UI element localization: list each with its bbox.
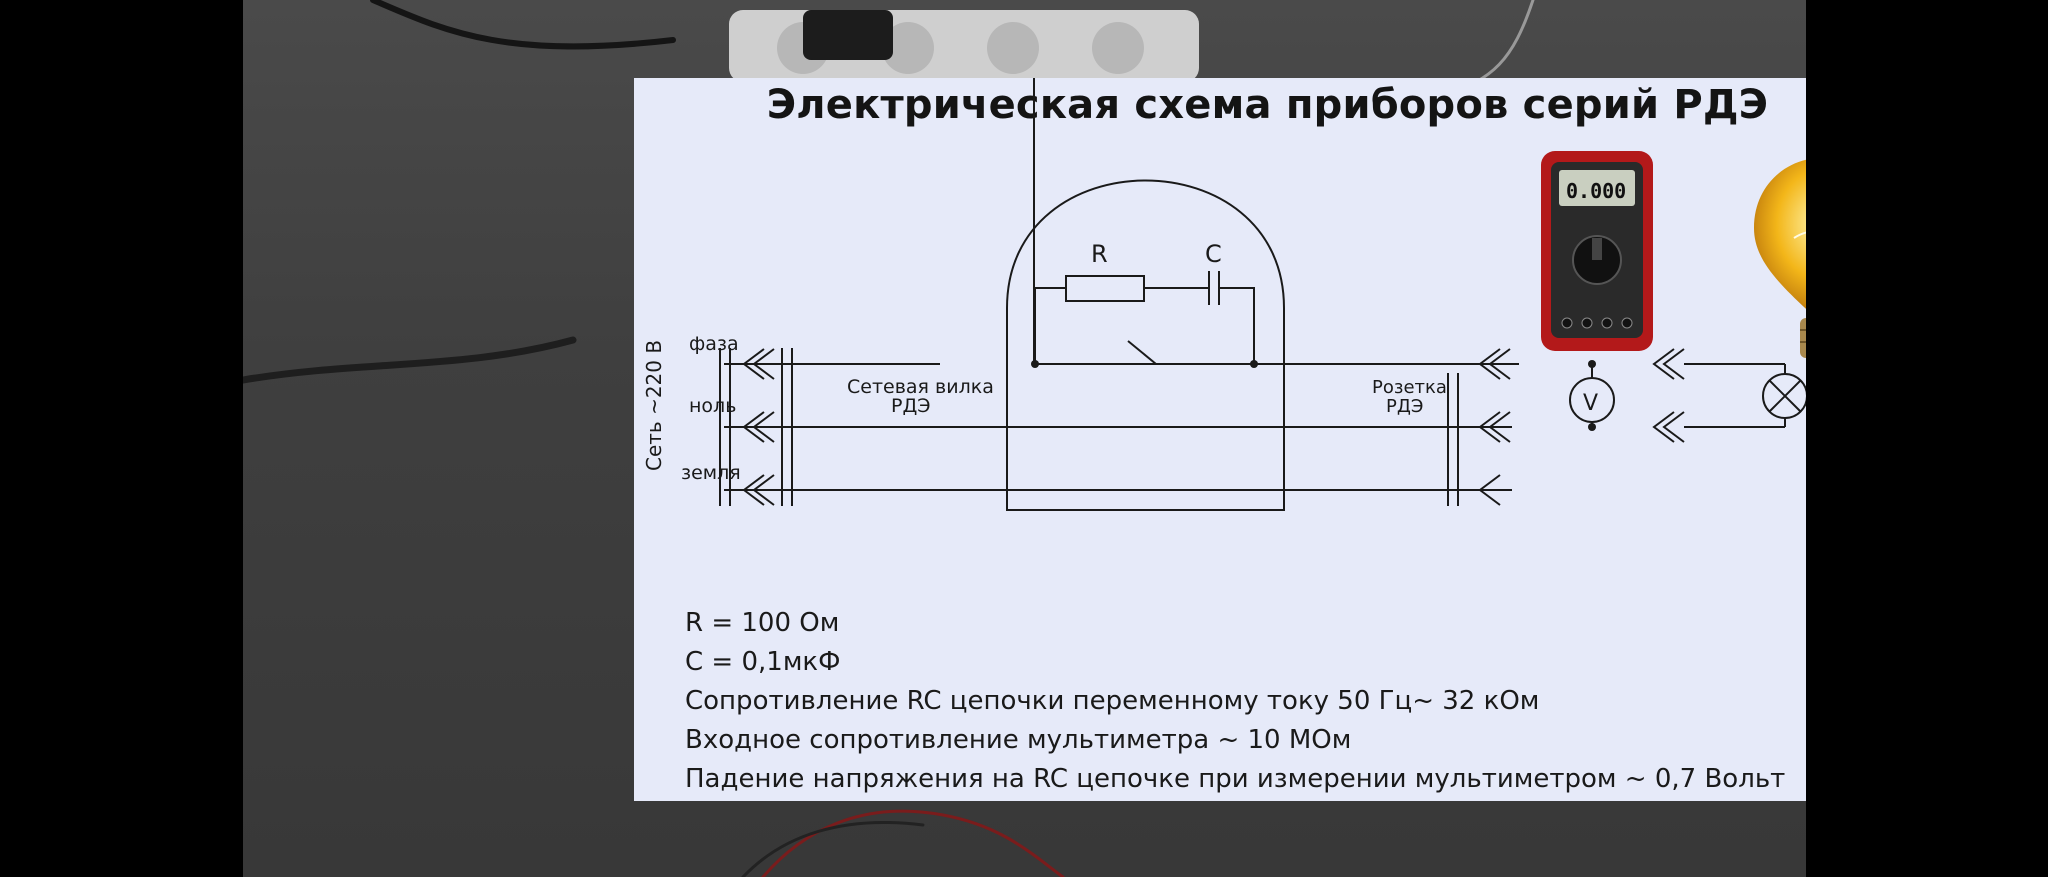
resistor xyxy=(1065,275,1145,302)
socket-label-line1: Розетка xyxy=(1372,377,1447,398)
multimeter-display: 0.000 xyxy=(1566,179,1626,203)
capacitor-label: C xyxy=(1205,240,1222,268)
parameters-list: R = 100 Ом C = 0,1мкФ Сопротивление RC ц… xyxy=(685,604,1785,799)
plug-contact-neutral xyxy=(742,411,775,443)
rde-enclosure xyxy=(1006,179,1285,511)
slide: Электрическая схема приборов серий РДЭ xyxy=(634,78,1806,801)
note-resistance: R = 100 Ом xyxy=(685,608,840,638)
lamp-symbol xyxy=(1762,373,1806,419)
slide-title: Электрическая схема приборов серий РДЭ xyxy=(766,82,1769,128)
note-multimeter-input: Входное сопротивление мультиметра ~ 10 М… xyxy=(685,725,1352,755)
note-capacitance: C = 0,1мкФ xyxy=(685,647,841,677)
ground-label: земля xyxy=(681,462,741,484)
neutral-label: ноль xyxy=(689,395,736,417)
light-bulb-image xyxy=(1754,159,1806,358)
plug-contact-ground xyxy=(742,474,775,506)
voltmeter-letter: V xyxy=(1583,391,1598,416)
switch-blade xyxy=(1127,340,1157,365)
resistor-label: R xyxy=(1091,240,1108,268)
multimeter-image: 0.000 xyxy=(1541,151,1653,351)
power-strip xyxy=(729,10,1199,82)
note-voltage-drop: Падение напряжения на RC цепочке при изм… xyxy=(685,764,1786,794)
socket-contact-ground xyxy=(1478,474,1501,506)
circuit-diagram: R C фаза ноль земля Сетевая вилка РДЭ Ро… xyxy=(642,78,1806,511)
plug-label-line1: Сетевая вилка xyxy=(847,376,994,398)
plug-contact-phase xyxy=(742,348,775,380)
phase-label: фаза xyxy=(689,333,739,355)
socket-label-line2: РДЭ xyxy=(1386,396,1424,417)
socket-contact-neutral xyxy=(1478,411,1511,443)
socket-contact-phase xyxy=(1478,348,1511,380)
background-objects xyxy=(243,0,1535,877)
mains-label: Сеть ~220 В xyxy=(642,340,666,471)
plug-label-line2: РДЭ xyxy=(891,395,931,417)
note-rc-impedance: Сопротивление RC цепочки переменному ток… xyxy=(685,686,1540,716)
background-photo: Электрическая схема приборов серий РДЭ xyxy=(243,0,1806,877)
